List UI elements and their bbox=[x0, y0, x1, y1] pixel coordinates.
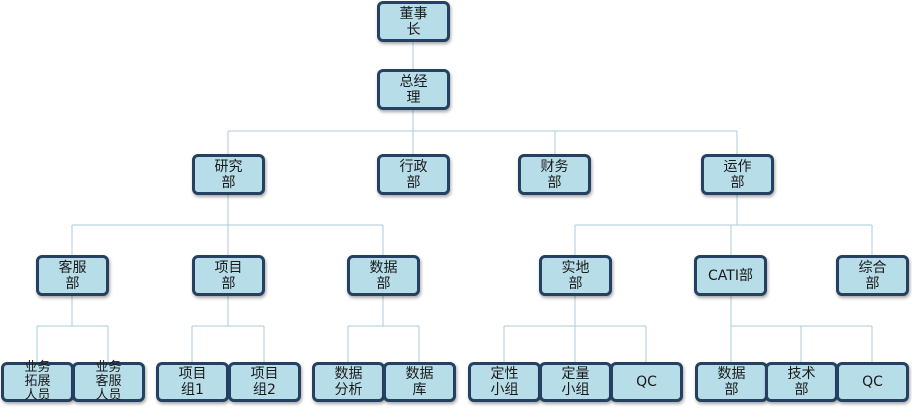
node-field-dept: 实地 部 bbox=[539, 255, 612, 296]
node-qc-cati: QC bbox=[836, 362, 909, 402]
node-label: 运作 部 bbox=[723, 158, 752, 191]
node-general-manager: 总经 理 bbox=[377, 69, 450, 110]
node-cati-data-dept: 数据 部 bbox=[695, 362, 768, 402]
node-label: 业务 拓展 人员 bbox=[24, 360, 51, 403]
node-qc-field: QC bbox=[610, 362, 683, 402]
node-research-dept: 研究 部 bbox=[192, 154, 265, 195]
node-label: 定性 小组 bbox=[490, 366, 519, 398]
node-project-group-2: 项目 组2 bbox=[228, 362, 301, 402]
node-database: 数据 库 bbox=[383, 362, 456, 402]
node-chairman: 董事 长 bbox=[377, 1, 450, 42]
node-label: QC bbox=[636, 374, 657, 390]
node-label: 业务 客服 人员 bbox=[95, 360, 122, 403]
node-label: 总经 理 bbox=[399, 73, 428, 106]
node-project-group-1: 项目 组1 bbox=[156, 362, 229, 402]
node-label: 数据 分析 bbox=[334, 366, 363, 398]
node-label: CATI部 bbox=[708, 267, 753, 284]
node-quantitative-group: 定量 小组 bbox=[539, 362, 612, 402]
node-label: 项目 组1 bbox=[178, 366, 207, 398]
node-operations-dept: 运作 部 bbox=[701, 154, 774, 195]
node-label: 综合 部 bbox=[858, 259, 887, 292]
node-label: QC bbox=[862, 374, 883, 390]
node-label: 技术 部 bbox=[787, 366, 816, 398]
node-data-dept: 数据 部 bbox=[347, 255, 420, 296]
node-label: 客服 部 bbox=[58, 259, 87, 292]
node-label: 定量 小组 bbox=[561, 366, 590, 398]
node-label: 数据 部 bbox=[369, 259, 398, 292]
node-label: 实地 部 bbox=[561, 259, 590, 292]
node-cs-staff: 业务 客服 人员 bbox=[72, 360, 145, 403]
node-finance-dept: 财务 部 bbox=[518, 154, 591, 195]
node-admin-dept: 行政 部 bbox=[377, 154, 450, 195]
node-label: 董事 长 bbox=[399, 5, 428, 38]
node-qualitative-group: 定性 小组 bbox=[468, 362, 541, 402]
node-label: 项目 部 bbox=[214, 259, 243, 292]
node-project-dept: 项目 部 bbox=[192, 255, 265, 296]
node-cati-dept: CATI部 bbox=[694, 255, 767, 296]
node-label: 项目 组2 bbox=[250, 366, 279, 398]
node-label: 数据 库 bbox=[405, 366, 434, 398]
node-customer-service-dept: 客服 部 bbox=[36, 255, 109, 296]
node-label: 财务 部 bbox=[540, 158, 569, 191]
node-data-analysis: 数据 分析 bbox=[312, 362, 385, 402]
node-biz-dev-staff: 业务 拓展 人员 bbox=[1, 360, 74, 403]
node-general-dept: 综合 部 bbox=[836, 255, 909, 296]
node-label: 研究 部 bbox=[214, 158, 243, 191]
node-label: 行政 部 bbox=[399, 158, 428, 191]
node-label: 数据 部 bbox=[717, 366, 746, 398]
node-tech-dept: 技术 部 bbox=[765, 362, 838, 402]
